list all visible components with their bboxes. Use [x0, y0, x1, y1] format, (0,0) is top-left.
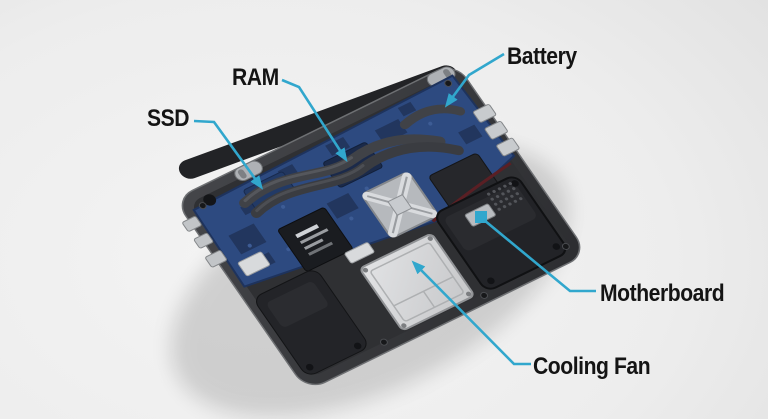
speaker-left: [256, 270, 367, 375]
ports-left: [182, 216, 270, 277]
sd-card-icon: [237, 251, 270, 277]
heat-pipes: [239, 104, 466, 218]
label-ram: RAM: [232, 64, 279, 91]
leader-line-battery: [444, 52, 505, 108]
leader-lines: [193, 52, 596, 366]
audio-jack-icon: [203, 194, 217, 206]
speaker-grille: [486, 182, 523, 211]
laptop-body: [178, 65, 581, 386]
leader-line-ram: [281, 78, 348, 163]
ports-right: [473, 104, 520, 157]
leader-line-motherboard: [475, 211, 596, 293]
cpu-retention-bracket: [362, 172, 438, 238]
screws: [198, 79, 570, 346]
label-ssd: SSD: [147, 105, 190, 132]
label-motherboard: Motherboard: [600, 280, 725, 307]
touchpad-plate: [360, 234, 474, 331]
label-battery: Battery: [507, 43, 577, 70]
cpu-chip: [278, 207, 353, 272]
leader-line-ssd: [193, 119, 264, 190]
label-cooling-fan: Cooling Fan: [533, 353, 651, 380]
leader-line-cooling-fan: [411, 260, 531, 366]
touchpad-cable: [344, 242, 375, 264]
